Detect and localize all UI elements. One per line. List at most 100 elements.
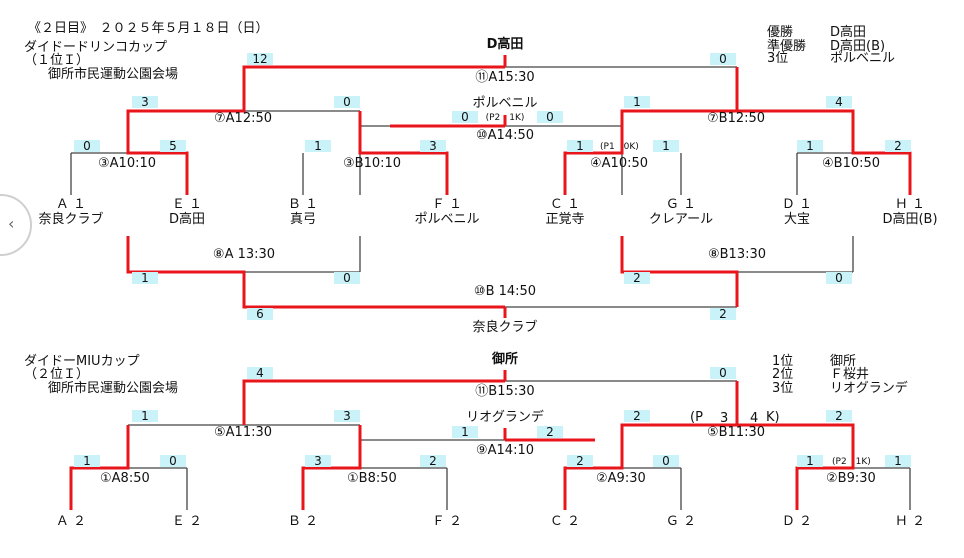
score-box: 6 — [247, 308, 273, 320]
score-box: 12 — [247, 53, 273, 65]
cup2-result-rank: 2位 — [772, 367, 794, 382]
cup2-third-match: ⑨A14:10 — [475, 443, 535, 458]
cup1-result-team: D高田(B) — [830, 39, 886, 54]
cup2-result-team: 御所 — [830, 354, 857, 369]
cup1-result-rank: 優勝 — [767, 25, 794, 40]
cup2-r1-4: ②B9:30 — [826, 471, 876, 486]
cup1-cons-final: ⑩B 14:50 — [473, 284, 537, 299]
team-code: Ｈ ２ — [894, 514, 926, 529]
score-box: 1 — [74, 455, 100, 467]
team-code: Ｈ １ — [894, 197, 926, 212]
cup1-cons-A: ⑧A 13:30 — [212, 247, 276, 262]
score-box: 0 — [710, 53, 736, 65]
score-box: 1 — [567, 140, 593, 152]
score-box: 0 — [74, 140, 100, 152]
score-box: 1 — [305, 140, 331, 152]
score-box: 1 — [132, 410, 158, 422]
cup1-result-team: ポルベニル — [830, 51, 896, 66]
cup1-result-rank: 準優勝 — [767, 39, 807, 54]
cup1-semiB: ⑦B12:50 — [707, 111, 766, 126]
score-box: 1 — [653, 140, 679, 152]
score-box: 0 — [653, 455, 679, 467]
cup2-name: ダイドーMIUカップ — [24, 354, 140, 369]
score-box: 0 — [826, 272, 852, 284]
score-box: 2 — [624, 410, 650, 422]
team-code: Ａ １ — [55, 197, 87, 212]
cup1-cons-B: ⑧B13:30 — [707, 247, 767, 262]
cup2-third-label: リオグランデ — [466, 410, 544, 425]
cup1-sub: （１位Ｉ） — [24, 53, 90, 68]
score-box: 3 — [305, 455, 331, 467]
team-name: D高田 — [168, 212, 206, 227]
score-box: 0 — [160, 455, 186, 467]
cup2-result-rank: 3位 — [772, 381, 794, 396]
cup2-r1-3: ②A9:30 — [596, 471, 646, 486]
team-code: Ｄ １ — [781, 197, 813, 212]
cup1-result-team: D高田 — [830, 25, 867, 40]
team-code: Ａ ２ — [55, 514, 87, 529]
score-box: 1 — [885, 455, 911, 467]
score-box: 1 — [452, 426, 478, 438]
team-name: 正覚寺 — [545, 212, 585, 227]
cup1-r1-1: ③A10:10 — [98, 156, 157, 171]
team-code: Ｂ １ — [287, 197, 319, 212]
team-name: D高田(B) — [882, 212, 938, 227]
score-box: 2 — [826, 410, 852, 422]
score-box: 2 — [710, 308, 736, 320]
score-box: 3 — [334, 410, 360, 422]
cup1-name: ダイドードリンコカップ — [24, 40, 168, 55]
team-name: 大宝 — [783, 212, 811, 227]
cup1-semiA: ⑦A12:50 — [214, 111, 273, 126]
score-box: 1 — [624, 96, 650, 108]
team-code: Ｃ ２ — [549, 514, 581, 529]
score-box: 0 — [537, 111, 563, 123]
team-name: ポルベニル — [414, 212, 480, 227]
team-name: クレアール — [648, 212, 714, 227]
cup1-cons-winner: 奈良クラブ — [472, 320, 538, 335]
cup2-result-team: Ｆ桜井 — [830, 367, 870, 382]
lines-thin — [70, 66, 911, 510]
score-box: 4 — [826, 96, 852, 108]
team-name: 真弓 — [289, 212, 317, 227]
lines-winner — [69, 55, 912, 510]
cup1-r1-4: ④B10:50 — [822, 156, 881, 171]
cup2-r1-1: ①A8:50 — [100, 471, 150, 486]
score-box: 2 — [885, 140, 911, 152]
team-name: 奈良クラブ — [38, 212, 104, 227]
cup2-semiB-pk-close: K) — [766, 410, 780, 425]
team-code: Ｇ ２ — [665, 514, 697, 529]
cup1-final-match: ⑪A15:30 — [475, 70, 535, 85]
score-box: 2 — [420, 455, 446, 467]
score-box: 0 — [452, 111, 478, 123]
score-box: 2 — [567, 455, 593, 467]
cup2-semiB-pk-open: (P — [690, 410, 703, 425]
cup2-semiB: ⑤B11:30 — [707, 425, 766, 440]
score-box: 1 — [797, 455, 823, 467]
chevron-left-icon: ‹ — [8, 214, 15, 233]
cup2-r1-2: ①B8:50 — [347, 471, 397, 486]
score-box: 3 — [132, 96, 158, 108]
cup2-semiA: ⑤A11:30 — [214, 425, 273, 440]
cup1-r1-3-pk: (P1 0K) — [600, 142, 639, 152]
cup2-venue: 御所市民運動公園会場 — [48, 381, 179, 396]
score-box: 4 — [247, 367, 273, 379]
team-code: Ｅ ２ — [171, 514, 203, 529]
cup2-semiB-pk-right: 4 — [750, 411, 759, 426]
cup1-third-match: ⑩A14:50 — [475, 128, 535, 143]
score-box: 1 — [132, 272, 158, 284]
cup1-pk-note: (P2 1K) — [485, 113, 525, 123]
team-code: Ｇ １ — [665, 197, 697, 212]
score-box: 2 — [624, 272, 650, 284]
score-box: 5 — [160, 140, 186, 152]
cup2-champion: 御所 — [491, 352, 519, 367]
cup1-r1-2: ③B10:10 — [343, 156, 402, 171]
score-box: 2 — [537, 426, 563, 438]
team-code: Ｆ １ — [431, 197, 463, 212]
cup1-venue: 御所市民運動公園会場 — [48, 67, 179, 82]
cup1-r1-3: ④A10:50 — [590, 156, 649, 171]
cup2-semiB-pk-left: 3 — [720, 411, 729, 426]
cup1-third-label: ポルベニル — [472, 96, 538, 111]
date-header: 《２日目》 ２０２５年５月１８日（日） — [28, 21, 269, 36]
team-code: Ｄ ２ — [781, 514, 813, 529]
